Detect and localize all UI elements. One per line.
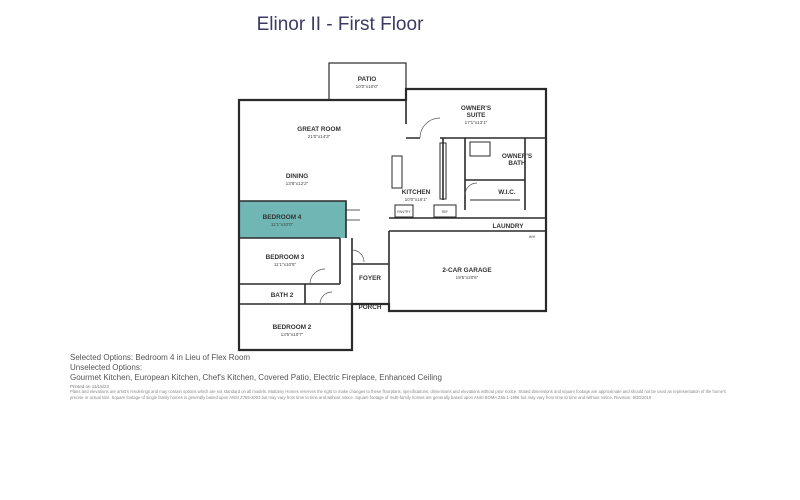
kitchen-dim: 10'0"x16'1" xyxy=(405,197,428,202)
bath-wall xyxy=(464,138,526,210)
great-room-label: GREAT ROOM xyxy=(297,126,341,133)
garage-label: 2-CAR GARAGE xyxy=(442,267,492,274)
owners-suite-label: OWNER'S xyxy=(461,105,492,112)
bedroom3-dim: 11'1"x10'5" xyxy=(274,262,297,267)
dining-dim: 13'8"x12'2" xyxy=(286,181,309,186)
owners-bath-label: OWNER'S xyxy=(502,153,533,160)
patio-dim: 10'0"x10'0" xyxy=(356,84,379,89)
dining-label: DINING xyxy=(286,173,308,180)
laundry-wall xyxy=(389,217,546,232)
laundry-label: LAUNDRY xyxy=(492,223,524,230)
door-swing xyxy=(319,291,333,305)
printed-date: Printed on 11/15/23 xyxy=(70,383,109,389)
kitchen-counter xyxy=(439,142,447,200)
kitchen-island xyxy=(391,155,403,189)
door-swing xyxy=(351,249,365,263)
bath2-label: BATH 2 xyxy=(271,292,294,299)
kitchen-label: KITCHEN xyxy=(402,189,431,196)
door-swing xyxy=(309,268,326,285)
pantry-box xyxy=(394,204,414,218)
owners-bath-label-2: BATH xyxy=(508,160,526,167)
bedroom4-label: BEDROOM 4 xyxy=(263,214,302,221)
bedroom2-label: BEDROOM 2 xyxy=(273,324,312,331)
door-swing xyxy=(464,182,478,196)
bedroom4-dim: 11'1"x10'0" xyxy=(271,222,294,227)
bedroom2-dim: 13'5"x10'7" xyxy=(281,332,304,337)
owners-suite-dim: 17'1"x13'1" xyxy=(465,120,488,125)
bedroom3-wall xyxy=(239,237,341,285)
great-room-dim: 21'0"x14'3" xyxy=(308,134,331,139)
owners-bath-tub xyxy=(469,141,491,157)
bedroom2-wall xyxy=(239,303,352,351)
plan-title: Elinor II - First Floor xyxy=(256,14,424,35)
wh-label: W/H xyxy=(529,235,536,239)
disclaimer: Plans and elevations are artist's render… xyxy=(70,389,726,400)
patio-label: PATIO xyxy=(358,76,377,83)
bedroom4-wall xyxy=(239,200,347,238)
foyer-label: FOYER xyxy=(359,275,381,282)
door-swing xyxy=(419,117,441,139)
laundry-box xyxy=(433,204,457,218)
bedroom4-highlight xyxy=(239,201,346,238)
unselected-options: Gourmet Kitchen, European Kitchen, Chef'… xyxy=(70,373,442,383)
unselected-options-heading: Unselected Options: xyxy=(70,363,143,373)
bath2-wall xyxy=(239,284,320,305)
porch-label: PORCH xyxy=(358,304,381,311)
fridge-label: REF xyxy=(442,210,449,214)
pantry-label: PANTRY xyxy=(397,210,411,214)
owners-suite-label-2: SUITE xyxy=(467,112,487,119)
hall-detail xyxy=(346,209,360,221)
selected-options: Selected Options: Bedroom 4 in Lieu of F… xyxy=(70,353,251,362)
bedroom3-label: BEDROOM 3 xyxy=(266,254,305,261)
foyer-wall xyxy=(351,238,389,304)
options-notes: Selected Options: Bedroom 4 in Lieu of F… xyxy=(70,353,442,390)
garage-dim: 19'5"x20'6" xyxy=(456,275,479,280)
wic-label: W.I.C. xyxy=(498,189,516,196)
